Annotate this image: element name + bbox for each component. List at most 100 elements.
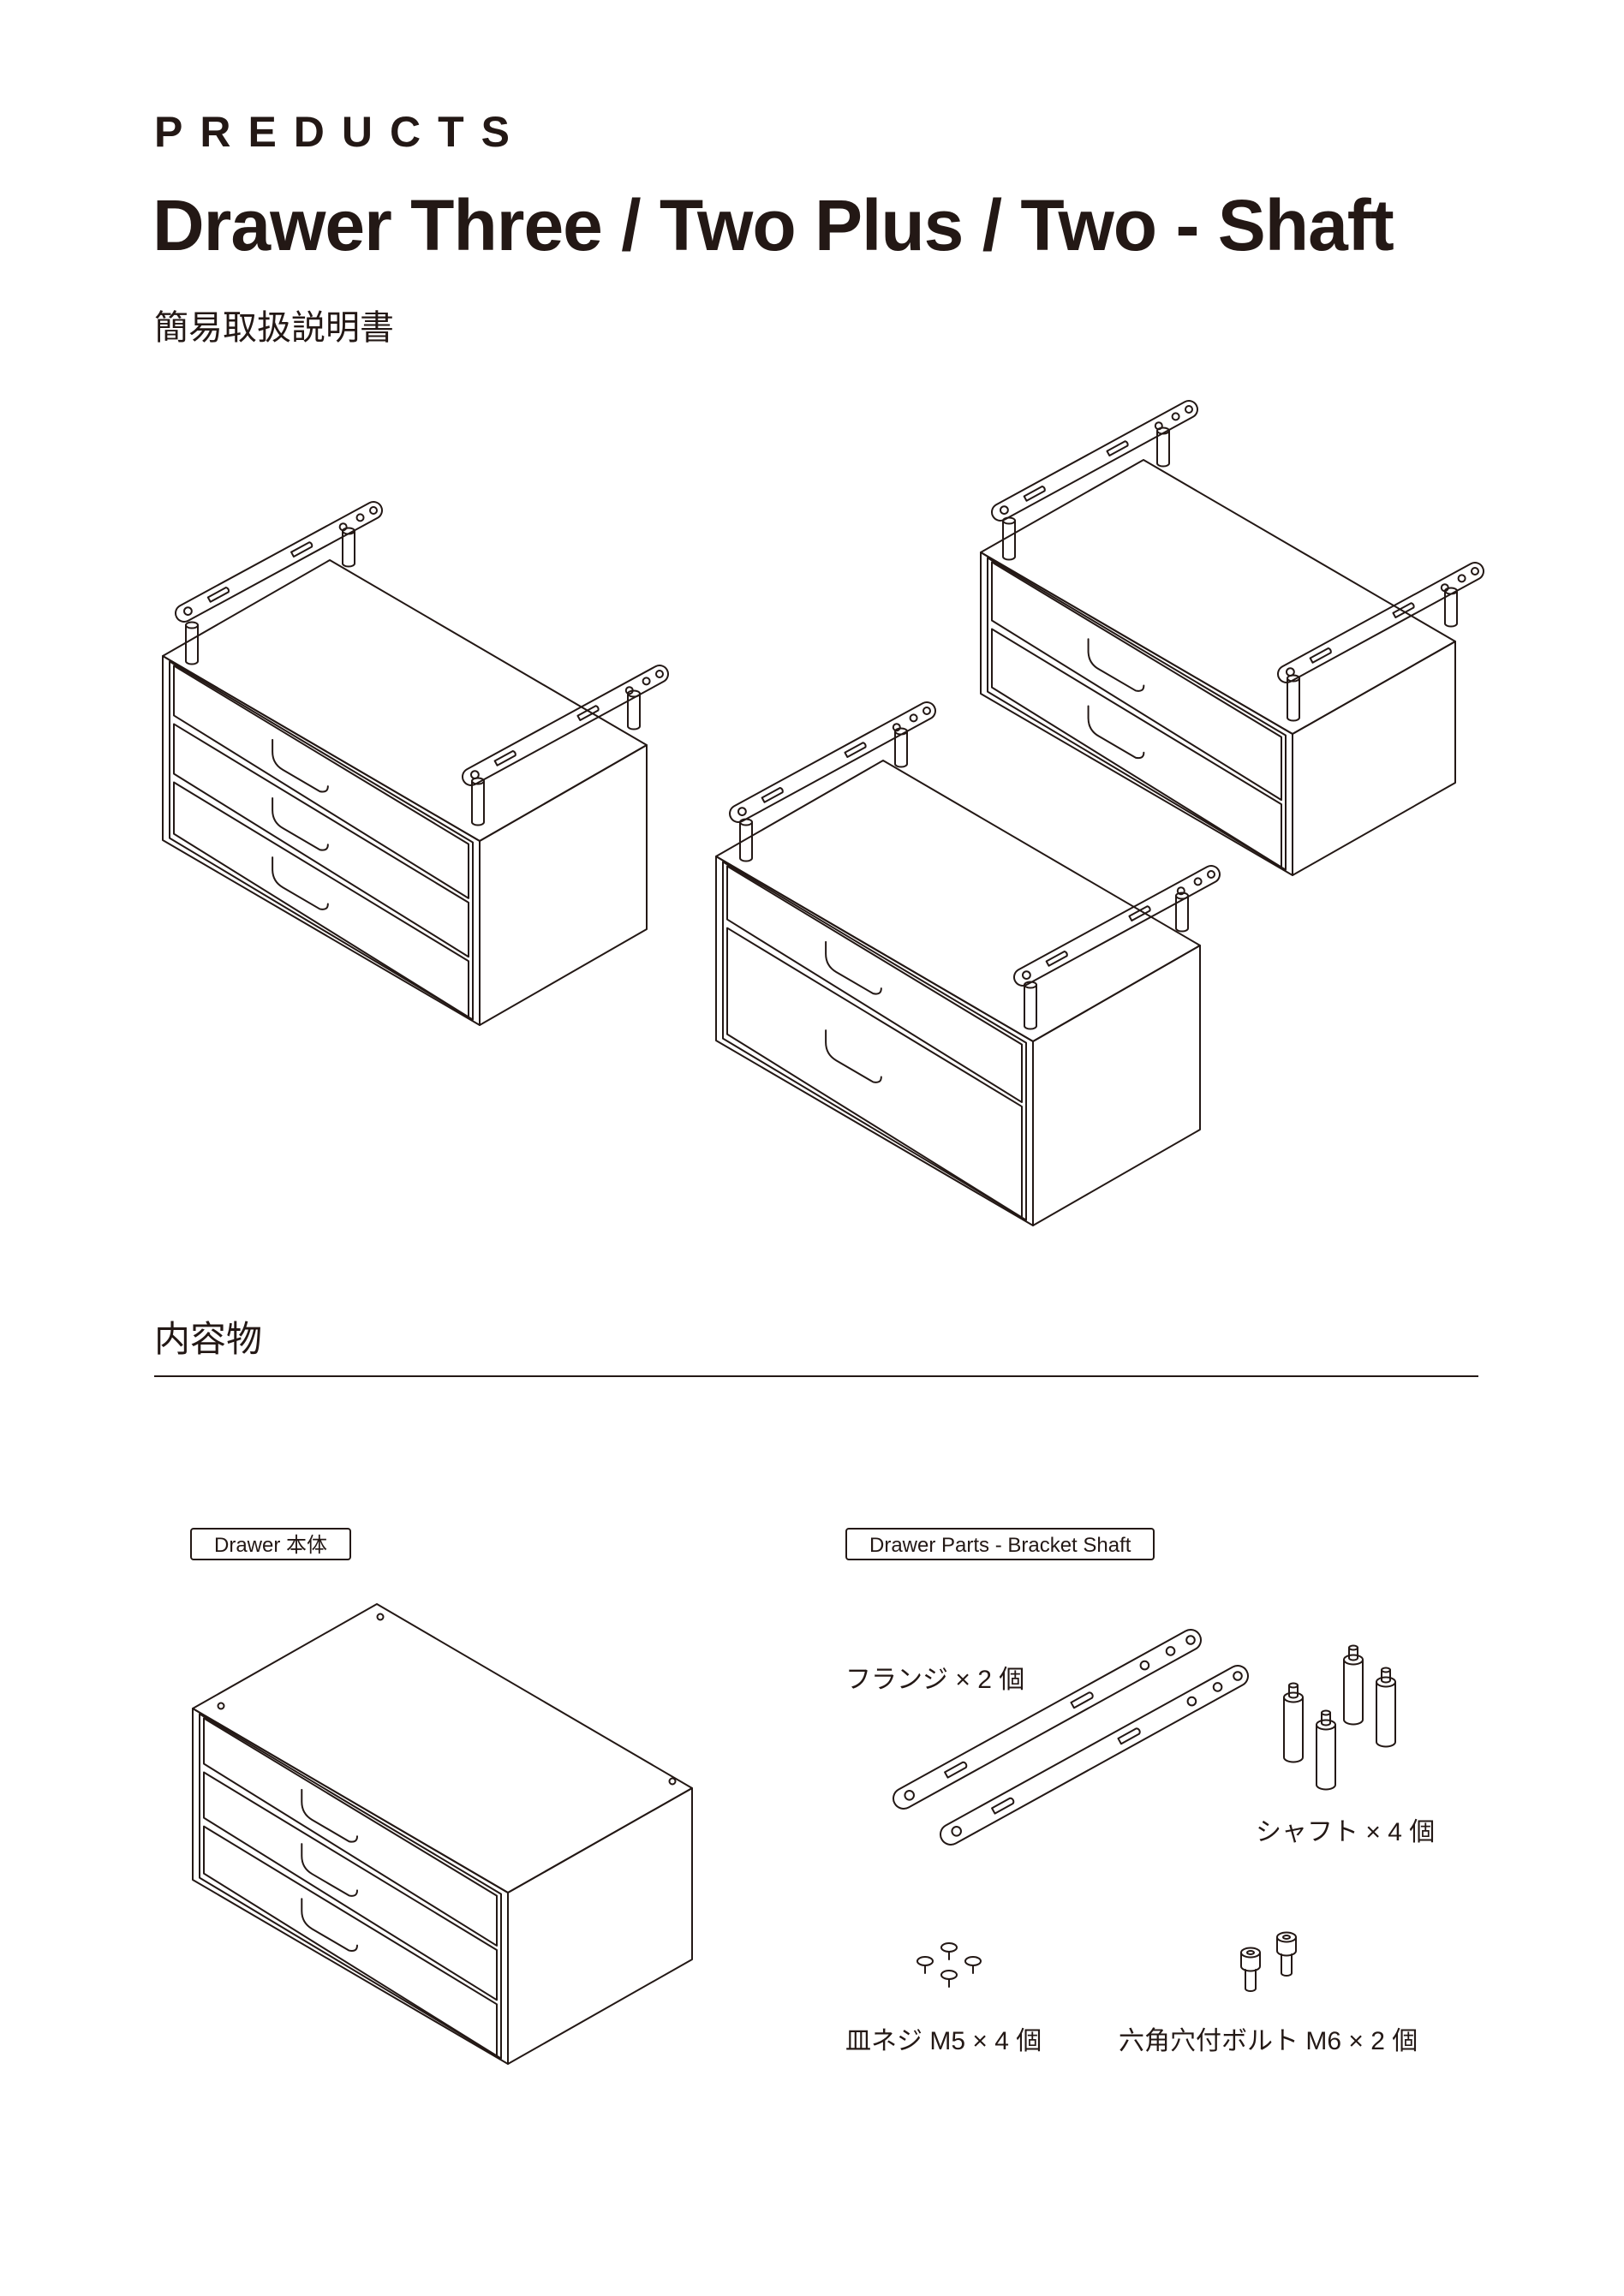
drawer-front-1 xyxy=(173,665,469,899)
mounting-hole-1 xyxy=(217,1702,225,1710)
bolt-shank xyxy=(1245,1969,1257,1992)
brand-name: PREDUCTS xyxy=(154,108,528,156)
shaft-body xyxy=(1376,1681,1396,1748)
countersunk-screw-icon xyxy=(916,1956,934,1974)
shaft-top xyxy=(1381,1667,1391,1673)
drawer-front-frame xyxy=(987,557,1287,871)
flange-hole xyxy=(369,506,378,515)
drawer-body-tag: Drawer 本体 xyxy=(190,1528,352,1560)
drawer-two-plus-assembly xyxy=(715,760,1201,1226)
flange-hole xyxy=(892,723,901,732)
shaft-body xyxy=(1283,1697,1304,1763)
document-subtitle: 簡易取扱説明書 xyxy=(154,309,394,347)
drawer-front-frame xyxy=(169,660,474,1021)
flange-label: フランジ × 2 個 xyxy=(845,1666,1025,1694)
shaft-body xyxy=(342,530,355,568)
bolt-head xyxy=(1240,1947,1261,1972)
flange-bar xyxy=(729,701,936,823)
drawer-three-shafts xyxy=(175,501,669,826)
shaft-top xyxy=(1276,1931,1297,1943)
hex-socket-bolt-icon xyxy=(1240,1947,1261,1992)
flange-bar xyxy=(1277,562,1484,683)
flange-slot xyxy=(761,787,784,803)
drawer-side-face xyxy=(479,744,648,1026)
document-title: Drawer Three / Two Plus / Two - Shaft xyxy=(152,185,1394,265)
shaft-body xyxy=(1316,1724,1336,1791)
flange-slot xyxy=(1070,1691,1094,1709)
drawer-front-face xyxy=(192,1708,509,2065)
flange-hole xyxy=(1000,505,1009,515)
mounting-hole-3 xyxy=(668,1777,677,1786)
flange-hole xyxy=(1185,405,1193,414)
drawer-front-3 xyxy=(173,781,469,1018)
shaft xyxy=(185,621,199,665)
flange-bar xyxy=(462,665,669,786)
drawer-handle-2 xyxy=(825,1029,882,1083)
flange-slot xyxy=(1309,647,1332,664)
drawer-front-3 xyxy=(203,1825,498,2057)
flange xyxy=(462,665,669,786)
flange-hole xyxy=(1176,886,1185,896)
shaft-body xyxy=(1321,1712,1331,1726)
flange-slot xyxy=(991,1797,1015,1815)
flange-hole xyxy=(655,670,664,678)
drawer-front-2 xyxy=(203,1771,498,2001)
flange-slot xyxy=(1045,951,1068,967)
flange-hole xyxy=(1186,1696,1197,1707)
flange xyxy=(729,701,936,823)
shaft-parts xyxy=(1283,1644,1396,1791)
flange-hole xyxy=(1471,567,1479,575)
drawer-two-plus-shafts xyxy=(729,701,1221,1030)
shaft-body xyxy=(627,693,641,731)
flange-slot xyxy=(576,705,600,721)
shaft-body xyxy=(1175,895,1189,933)
flange-hole xyxy=(1193,877,1203,886)
shaft-body xyxy=(1343,1659,1364,1726)
shaft-top xyxy=(1321,1709,1331,1716)
countersunk-screw-icon xyxy=(940,1942,958,1960)
shaft-top xyxy=(185,621,199,629)
drawer-front-2 xyxy=(173,723,469,958)
screw-head xyxy=(916,1956,934,1966)
screw-head xyxy=(940,1942,958,1953)
drawer-front-face xyxy=(715,856,1034,1226)
drawer-handle-1 xyxy=(1087,638,1145,692)
flange-hole xyxy=(951,1826,962,1837)
flange-hole xyxy=(737,807,747,816)
shaft-body xyxy=(1276,1936,1297,1957)
flange-hole xyxy=(1171,412,1180,421)
shaft-body xyxy=(1156,430,1170,468)
bolt-socket xyxy=(1246,1950,1255,1955)
countersunk-screws xyxy=(916,1942,982,1988)
shaft-body xyxy=(1288,1685,1299,1699)
flange-hole xyxy=(1207,870,1215,879)
drawer-handle-1 xyxy=(825,940,882,995)
bolt-head xyxy=(1276,1931,1297,1957)
shaft-pin xyxy=(1381,1667,1391,1684)
flange-hole xyxy=(922,707,931,715)
countersunk-screw-label: 皿ネジ M5 × 4 個 xyxy=(845,2027,1042,2055)
shaft-body xyxy=(1376,1676,1396,1748)
drawer-handle-3 xyxy=(301,1898,358,1952)
flange xyxy=(175,501,383,623)
flange-hole xyxy=(1286,667,1295,677)
drawer-handle-1 xyxy=(301,1788,358,1843)
mounting-hole-2 xyxy=(376,1613,385,1621)
flange xyxy=(1277,562,1484,683)
shaft-pin xyxy=(1288,1682,1299,1699)
shaft-top xyxy=(1376,1676,1396,1688)
flange-hole xyxy=(1233,1671,1243,1681)
drawer-front-1 xyxy=(991,561,1282,802)
shaft-body xyxy=(1287,677,1300,722)
shaft-body xyxy=(1444,590,1458,628)
bolt-shank xyxy=(1281,1953,1293,1977)
drawer-front-face xyxy=(162,655,481,1026)
countersunk-screw-icon xyxy=(964,1956,982,1974)
flange-bar xyxy=(1013,865,1221,987)
drawer-two-assembly xyxy=(980,459,1456,876)
shaft-part xyxy=(1343,1644,1364,1726)
flange xyxy=(1013,865,1221,987)
shaft-top xyxy=(1316,1719,1336,1731)
drawer-handle-1 xyxy=(272,738,329,793)
shaft-body xyxy=(1381,1669,1391,1684)
